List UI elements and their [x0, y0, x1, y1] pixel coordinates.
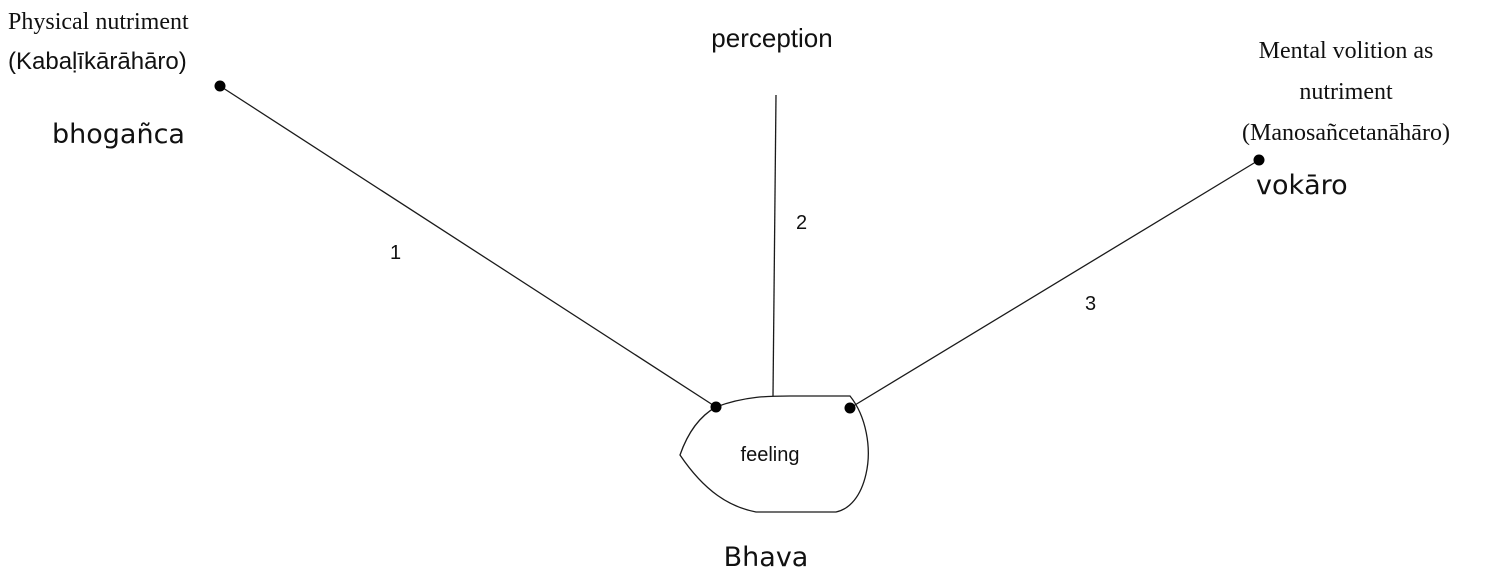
edge-2-label: 2 [796, 212, 807, 234]
perception-label: perception [711, 23, 832, 53]
mental-label-line2: nutriment [1299, 79, 1393, 105]
physical-label-line1: Physical nutriment [8, 9, 189, 35]
mental-sub-label: vokāro [1256, 170, 1348, 201]
edge-2-line [772, 94, 777, 397]
feeling-right-dot [844, 402, 856, 414]
physical-endpoint-dot [214, 80, 226, 92]
mental-label-line1: Mental volition as [1259, 38, 1434, 64]
edge-1-line [219, 85, 717, 408]
edge-3-line [849, 159, 1260, 409]
feeling-label: feeling [741, 444, 800, 466]
mental-endpoint-dot [1253, 154, 1265, 166]
mental-label-line3: (Manosañcetanāhāro) [1242, 120, 1450, 146]
bhava-label: Bhava [724, 542, 809, 573]
physical-sub-label: bhogañca [52, 119, 185, 150]
edge-3-label: 3 [1085, 293, 1096, 315]
feeling-shape [679, 395, 869, 513]
physical-label-line2: (Kabaḷīkārāhāro) [8, 48, 187, 75]
edge-1-label: 1 [390, 242, 401, 264]
feeling-left-dot [710, 401, 722, 413]
